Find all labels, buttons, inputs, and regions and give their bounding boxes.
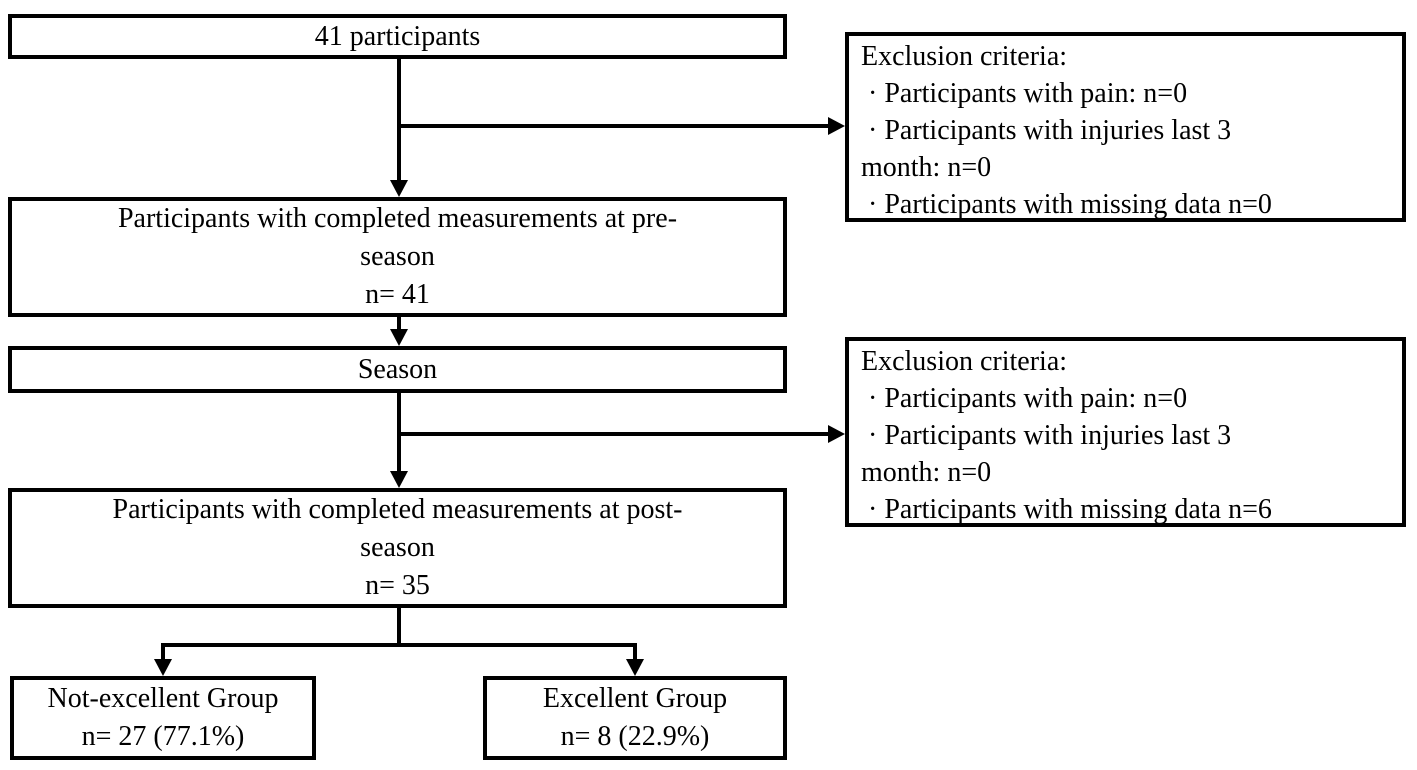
arrowhead-to-excellent bbox=[626, 659, 644, 676]
exclusion-1-item-missing: · Participants with missing data n=0 bbox=[861, 189, 1272, 220]
exclusion-2-item-injuries-cont: month: n=0 bbox=[861, 457, 992, 488]
not-excellent-group-count: n= 27 (77.1%) bbox=[81, 721, 245, 752]
preseason-text-line-1: Participants with completed measurements… bbox=[117, 203, 678, 234]
arrowhead-season-to-postseason bbox=[390, 471, 408, 488]
exclusion-2-title: Exclusion criteria: bbox=[861, 346, 1068, 377]
not-excellent-group-label: Not-excellent Group bbox=[47, 683, 279, 714]
arrowhead-top-to-preseason bbox=[390, 180, 408, 197]
arrowhead-to-exclusion-1 bbox=[828, 117, 845, 135]
exclusion-1-item-injuries-cont: month: n=0 bbox=[861, 152, 992, 183]
postseason-count: n= 35 bbox=[365, 570, 430, 601]
exclusion-1-item-injuries: · Participants with injuries last 3 bbox=[861, 115, 1232, 146]
box-postseason-measurements: Participants with completed measurements… bbox=[8, 488, 787, 608]
arrowhead-to-not-excellent bbox=[154, 659, 172, 676]
postseason-text-line-2: season bbox=[360, 532, 435, 563]
exclusion-2-item-missing: · Participants with missing data n=6 bbox=[861, 494, 1272, 525]
preseason-text-line-2: season bbox=[360, 241, 435, 272]
postseason-text-line-1: Participants with completed measurements… bbox=[112, 494, 683, 525]
exclusion-1-item-pain: · Participants with pain: n=0 bbox=[861, 78, 1188, 109]
exclusion-1-title: Exclusion criteria: bbox=[861, 41, 1068, 72]
excellent-group-count: n= 8 (22.9%) bbox=[560, 721, 710, 752]
box-exclusion-criteria-1: Exclusion criteria: · Participants with … bbox=[845, 32, 1406, 222]
total-participants-label: 41 participants bbox=[314, 20, 481, 52]
box-total-participants: 41 participants bbox=[8, 14, 787, 59]
box-exclusion-criteria-2: Exclusion criteria: · Participants with … bbox=[845, 337, 1406, 527]
season-label: Season bbox=[357, 353, 438, 385]
preseason-count: n= 41 bbox=[365, 279, 430, 310]
excellent-group-label: Excellent Group bbox=[542, 683, 728, 714]
exclusion-2-item-injuries: · Participants with injuries last 3 bbox=[861, 420, 1232, 451]
box-excellent-group: Excellent Group n= 8 (22.9%) bbox=[483, 676, 787, 760]
arrowhead-preseason-to-season bbox=[390, 329, 408, 346]
arrowhead-to-exclusion-2 bbox=[828, 425, 845, 443]
box-season: Season bbox=[8, 346, 787, 393]
exclusion-2-item-pain: · Participants with pain: n=0 bbox=[861, 383, 1188, 414]
box-preseason-measurements: Participants with completed measurements… bbox=[8, 197, 787, 317]
box-not-excellent-group: Not-excellent Group n= 27 (77.1%) bbox=[10, 676, 316, 760]
